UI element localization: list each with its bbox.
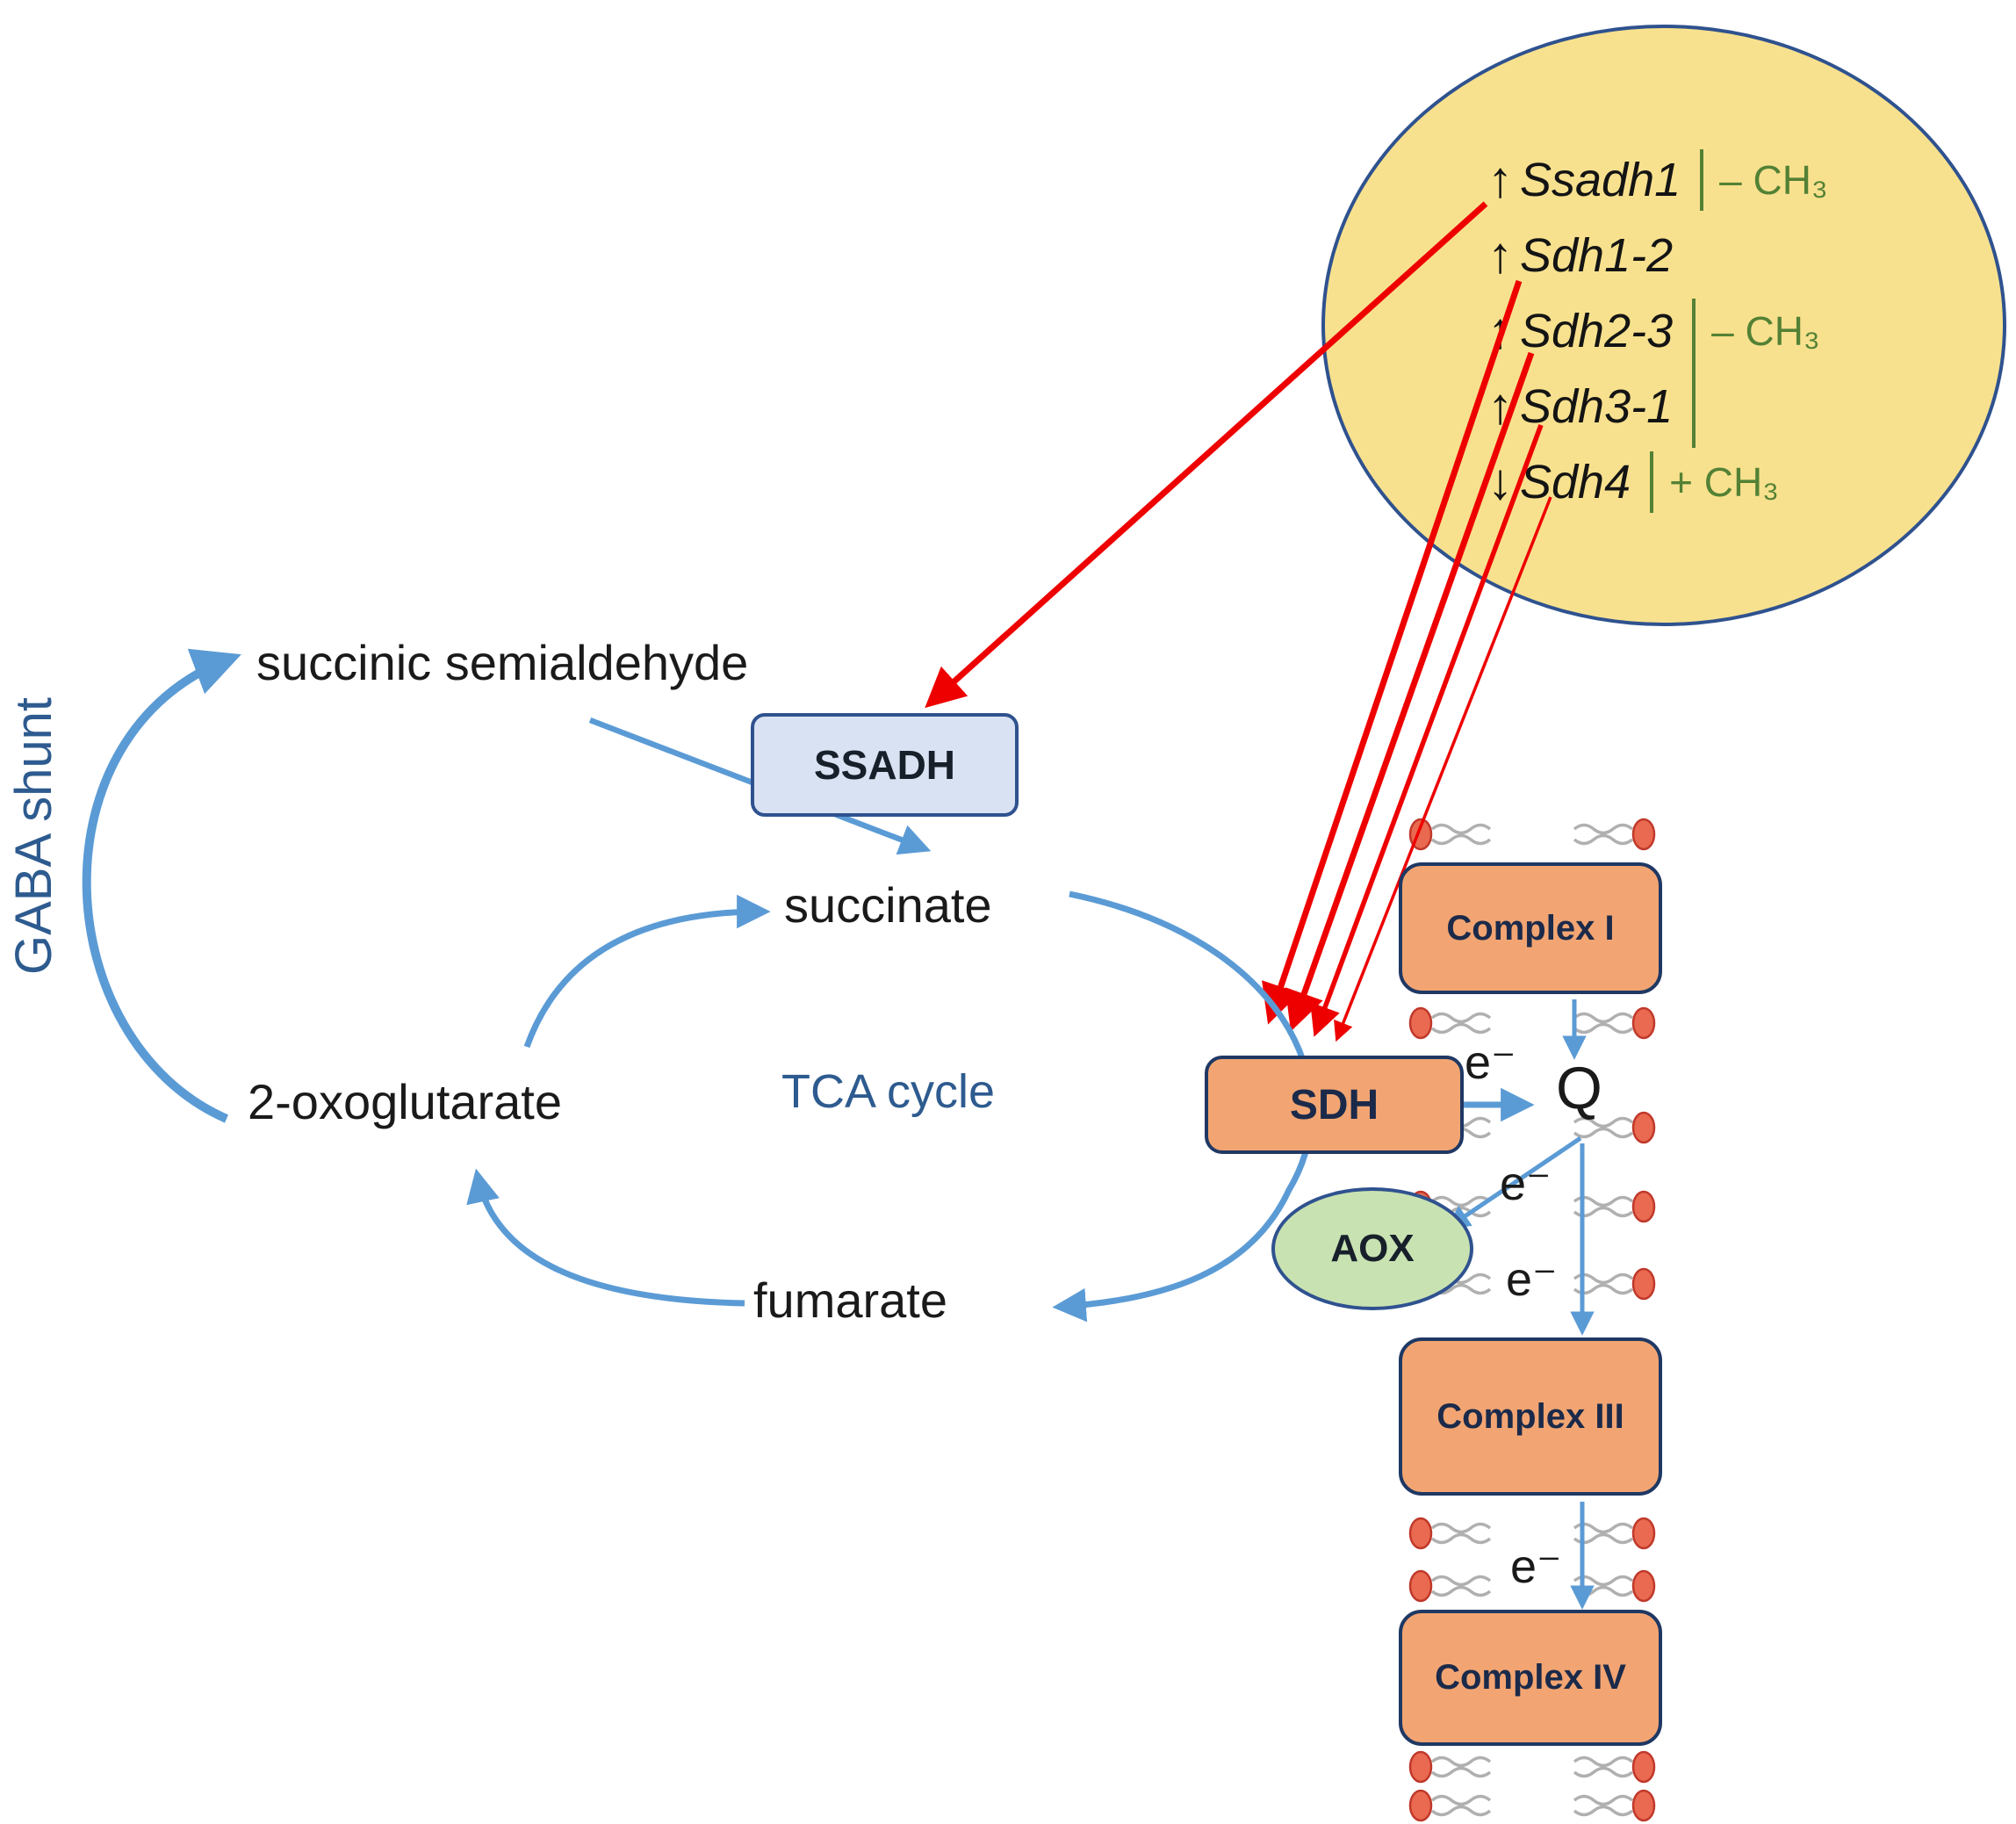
complex1-box: Complex I [1399, 862, 1662, 994]
complex3-label: Complex III [1436, 1396, 1624, 1436]
methylation-label: – CH₃ [1711, 308, 1820, 354]
lipid-pair [1408, 1750, 1492, 1784]
lipid-pair [1408, 1789, 1492, 1822]
up-arrow-icon: ↑ [1487, 227, 1513, 284]
succinate-label: succinate [784, 877, 992, 933]
lipid-pair [1573, 1789, 1656, 1822]
fumarate-to-oxoglutarate-arc [466, 1168, 745, 1307]
succinic-semialdehyde-label: succinic semialdehyde [256, 635, 749, 690]
gene-name: Ssadh1 [1520, 154, 1681, 206]
q-to-aox-arrow [1445, 1135, 1582, 1229]
electron-label: e⁻ [1500, 1157, 1552, 1210]
red-arrow-ssadh1-to-ssadh [925, 201, 1488, 709]
methylation-label: + CH₃ [1669, 459, 1779, 505]
gene-entry-sdh4: ↓ Sdh4 + CH₃ [1487, 444, 1828, 520]
fumarate-label: fumarate [753, 1272, 947, 1328]
lipid-pair [1573, 1517, 1656, 1550]
ssadh-label: SSADH [813, 742, 956, 788]
aox-ellipse: AOX [1271, 1187, 1473, 1310]
lipid-pair [1573, 1006, 1656, 1040]
gaba-shunt-arc [82, 648, 241, 1123]
ubiquinone-label: Q [1556, 1055, 1602, 1121]
red-arrow-sdh4-to-sdh [1334, 496, 1552, 1042]
lipid-pair [1573, 1267, 1656, 1301]
sdh-label: SDH [1289, 1081, 1379, 1128]
sdh-box: SDH [1205, 1056, 1464, 1154]
oxoglutarate-to-succinate-arc [523, 894, 771, 1049]
complex4-box: Complex IV [1399, 1610, 1662, 1746]
lipid-pair [1573, 1190, 1656, 1223]
methylation-bracket [1692, 299, 1696, 448]
gene-entry-sdh1-2: ↑ Sdh1-2 [1487, 218, 1828, 293]
oxoglutarate-label: 2-oxoglutarate [248, 1074, 563, 1129]
methylation-bracket [1700, 149, 1704, 211]
gene-name: Sdh1-2 [1520, 229, 1674, 282]
lipid-pair [1408, 1517, 1492, 1550]
complex3-box: Complex III [1399, 1337, 1662, 1496]
electron-label: e⁻ [1465, 1036, 1516, 1089]
methylation-label: – CH₃ [1719, 157, 1828, 203]
gene-name: Sdh4 [1520, 456, 1631, 508]
gaba-shunt-label: GABA shunt [5, 697, 62, 975]
gene-name: Sdh3-1 [1520, 380, 1674, 433]
gene-list: ↑ Ssadh1 – CH₃ ↑ Sdh1-2 ↑ Sdh2-3 – CH₃ ↑… [1487, 142, 1828, 520]
methylation-bracket [1650, 451, 1654, 513]
red-arrow-sdh3-1-to-sdh [1310, 424, 1544, 1037]
electron-label: e⁻ [1506, 1253, 1558, 1306]
aox-label: AOX [1330, 1227, 1415, 1270]
tca-cycle-label: TCA cycle [781, 1065, 996, 1118]
ssadh-box: SSADH [751, 713, 1019, 817]
lipid-pair [1573, 818, 1656, 851]
gene-entry-ssadh1: ↑ Ssadh1 – CH₃ [1487, 142, 1828, 218]
red-arrow-sdh2-3-to-sdh [1285, 351, 1535, 1032]
electron-label: e⁻ [1510, 1540, 1562, 1593]
lipid-pair [1408, 1006, 1492, 1040]
gene-entry-sdh3-1: ↑ Sdh3-1 [1487, 369, 1828, 444]
gene-name: Sdh2-3 [1520, 305, 1674, 357]
lipid-pair [1408, 1569, 1492, 1603]
lipid-pair [1573, 1750, 1656, 1784]
lipid-pair [1573, 1569, 1656, 1603]
red-arrow-sdh1-2-to-sdh [1262, 279, 1523, 1025]
complex4-label: Complex IV [1435, 1658, 1626, 1697]
up-arrow-icon: ↑ [1487, 151, 1513, 208]
succinate-to-fumarate-arc [1052, 890, 1314, 1323]
complex1-label: Complex I [1446, 908, 1615, 948]
